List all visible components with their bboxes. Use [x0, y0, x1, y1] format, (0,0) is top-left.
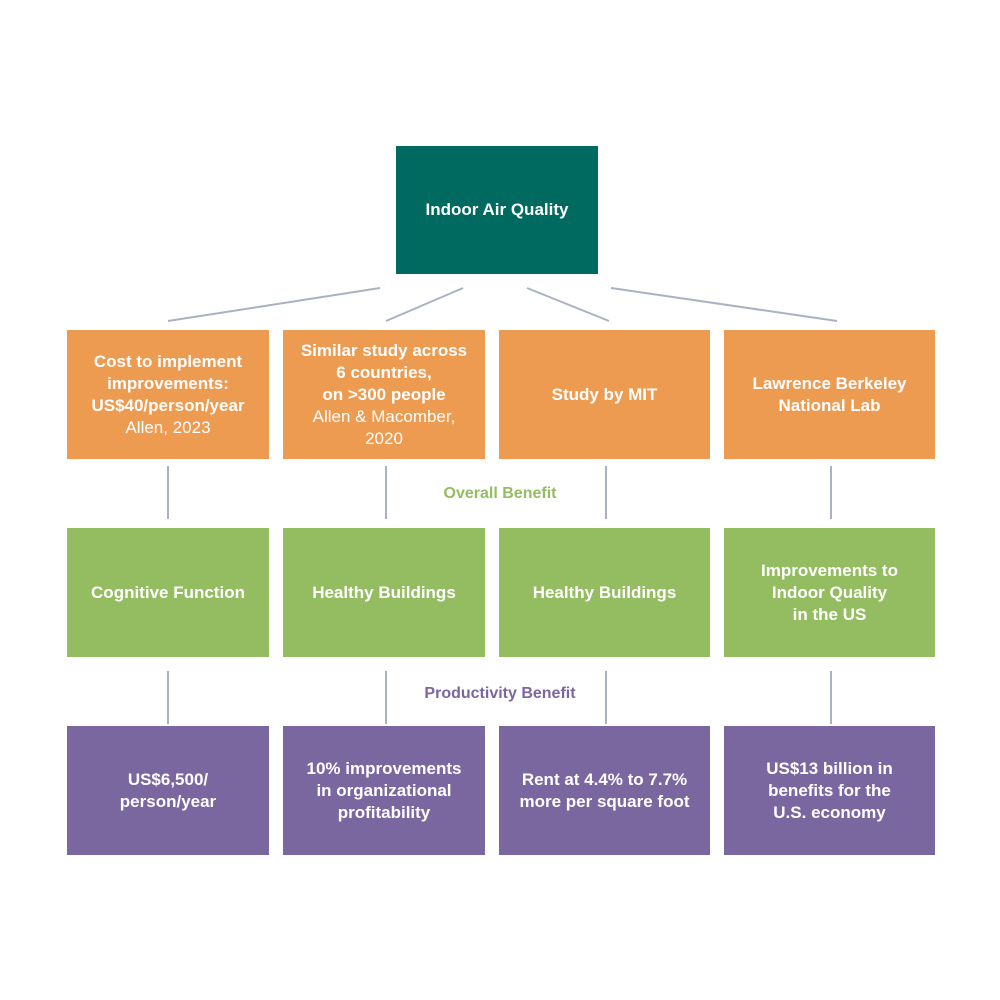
connector-root-col1	[167, 287, 381, 322]
productivity-node-1: US$6,500/ person/year	[67, 726, 269, 855]
benefit-text: Healthy Buildings	[532, 582, 677, 602]
connector-root-col2	[385, 287, 464, 322]
benefit-node-3: Healthy Buildings	[499, 528, 710, 657]
productivity-text: Rent at 4.4% to 7.7% more per square foo…	[519, 769, 690, 811]
productivity-node-2: 10% improvements in organizational profi…	[283, 726, 485, 855]
productivity-benefit-label: Productivity Benefit	[424, 685, 576, 702]
benefit-node-1: Cognitive Function	[67, 528, 269, 657]
source-node-1: Cost to implement improvements: US$40/pe…	[67, 330, 269, 459]
root-node: Indoor Air Quality	[396, 146, 598, 274]
source-main-text: Similar study across 6 countries, on >30…	[300, 340, 468, 404]
productivity-text: US$6,500/ person/year	[119, 769, 217, 811]
benefit-text: Cognitive Function	[91, 582, 245, 602]
benefit-node-4: Improvements to Indoor Quality in the US	[724, 528, 935, 657]
connector-root-col3	[526, 287, 610, 322]
source-main-text: Cost to implement improvements: US$40/pe…	[91, 351, 245, 415]
source-node-4: Lawrence Berkeley National Lab	[724, 330, 935, 459]
productivity-node-3: Rent at 4.4% to 7.7% more per square foo…	[499, 726, 710, 855]
source-node-2: Similar study across 6 countries, on >30…	[283, 330, 485, 459]
connector-root-col4	[610, 287, 838, 322]
productivity-text: US$13 billion in benefits for the U.S. e…	[766, 758, 893, 822]
source-node-3: Study by MIT	[499, 330, 710, 459]
root-label: Indoor Air Quality	[425, 200, 569, 219]
productivity-node-4: US$13 billion in benefits for the U.S. e…	[724, 726, 935, 855]
benefit-text: Healthy Buildings	[312, 582, 456, 602]
source-citation: Allen & Macomber, 2020	[312, 406, 456, 448]
benefit-text: Improvements to Indoor Quality in the US	[761, 560, 898, 624]
productivity-text: 10% improvements in organizational profi…	[306, 758, 462, 822]
source-main-text: Lawrence Berkeley National Lab	[752, 373, 907, 415]
overall-benefit-label: Overall Benefit	[443, 485, 557, 502]
source-main-text: Study by MIT	[551, 384, 658, 404]
benefit-node-2: Healthy Buildings	[283, 528, 485, 657]
source-citation: Allen, 2023	[125, 417, 211, 437]
